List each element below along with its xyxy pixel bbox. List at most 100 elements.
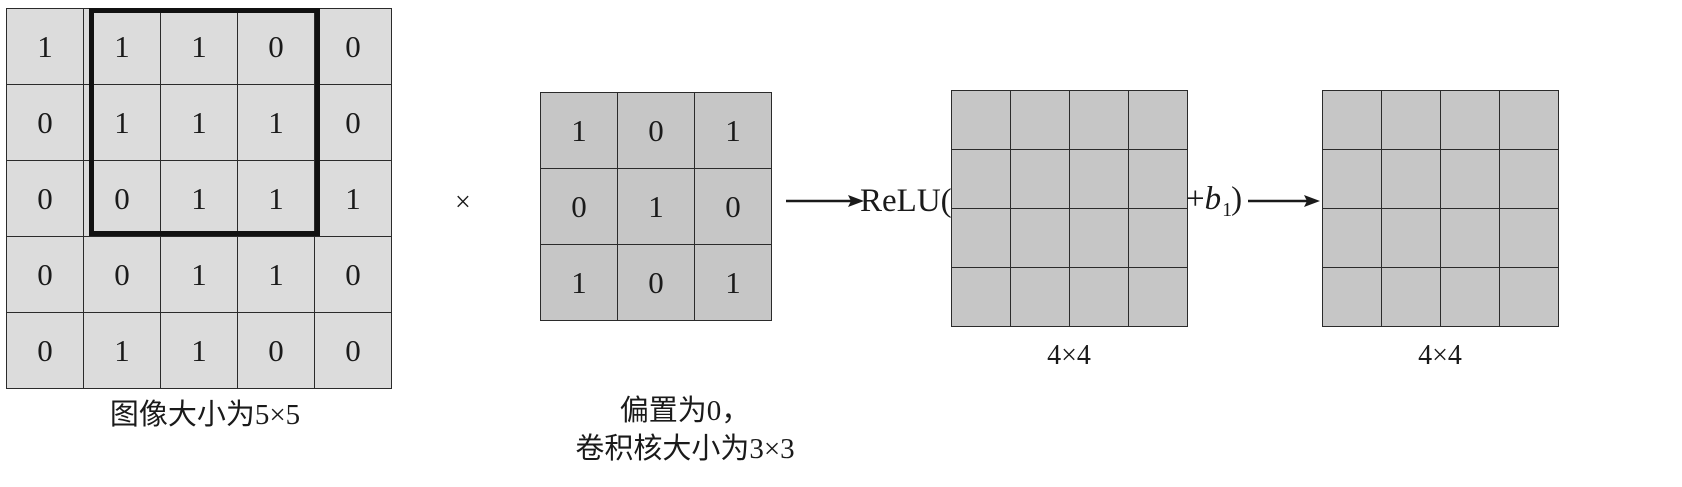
image-cell: 1 [160, 84, 238, 161]
output-cell [951, 90, 1011, 150]
output-cell [951, 149, 1011, 209]
kernel-matrix: 1 0 1 0 1 0 1 0 1 [540, 92, 772, 321]
kernel-cell: 1 [540, 92, 618, 169]
image-cell: 1 [314, 160, 392, 237]
table-row: 0 0 1 1 0 [6, 236, 392, 313]
output-cell [1322, 90, 1382, 150]
input-image-matrix: 1 1 1 0 0 0 1 1 1 0 0 0 1 1 [6, 8, 392, 389]
kernel-cell: 1 [617, 168, 695, 245]
input-image-table: 1 1 1 0 0 0 1 1 1 0 0 0 1 1 [6, 8, 392, 389]
kernel-body: 1 0 1 0 1 0 1 0 1 [540, 92, 772, 321]
output-cell [1322, 267, 1382, 327]
image-cell: 0 [6, 312, 84, 389]
table-row [951, 208, 1188, 268]
final-output-table [1322, 90, 1559, 327]
image-cell: 1 [83, 312, 161, 389]
image-cell: 1 [160, 236, 238, 313]
relu-label: ReLU( [860, 183, 952, 219]
image-cell: 0 [6, 236, 84, 313]
image-cell: 0 [314, 312, 392, 389]
output-cell [1381, 208, 1441, 268]
output-cell [1381, 149, 1441, 209]
kernel-table: 1 0 1 0 1 0 1 0 1 [540, 92, 772, 321]
image-cell: 0 [237, 312, 315, 389]
table-row: 1 0 1 [540, 92, 772, 169]
output-cell [951, 208, 1011, 268]
image-cell: 0 [83, 160, 161, 237]
image-cell: 1 [83, 8, 161, 85]
output-cell [1440, 267, 1500, 327]
table-row [951, 149, 1188, 209]
output-cell [1499, 90, 1559, 150]
table-row: 1 0 1 [540, 244, 772, 321]
output-cell [951, 267, 1011, 327]
output-cell [1069, 267, 1129, 327]
image-cell: 0 [314, 236, 392, 313]
table-row [951, 90, 1188, 150]
output-cell [1069, 90, 1129, 150]
final-output-body [1322, 90, 1559, 327]
table-row [1322, 208, 1559, 268]
table-row: 0 0 1 1 1 [6, 160, 392, 237]
output-cell [1010, 208, 1070, 268]
output-cell [1381, 267, 1441, 327]
conv-output-table [951, 90, 1188, 327]
output-cell [1128, 149, 1188, 209]
image-cell: 0 [6, 84, 84, 161]
output-cell [1010, 90, 1070, 150]
image-cell: 1 [160, 160, 238, 237]
output-cell [1322, 208, 1382, 268]
image-cell: 0 [314, 8, 392, 85]
output-cell [1440, 149, 1500, 209]
arrow-right-icon [1248, 190, 1320, 212]
output-cell [1499, 208, 1559, 268]
kernel-cell: 0 [694, 168, 772, 245]
arrow-right-icon [786, 190, 864, 212]
kernel-cell: 1 [694, 92, 772, 169]
kernel-cell: 0 [617, 244, 695, 321]
input-image-body: 1 1 1 0 0 0 1 1 1 0 0 0 1 1 [6, 8, 392, 389]
image-cell: 0 [6, 160, 84, 237]
multiply-operator-icon: × [455, 187, 471, 218]
kernel-cell: 0 [617, 92, 695, 169]
output-cell [1010, 267, 1070, 327]
conv-output-caption: 4×4 [1047, 340, 1091, 371]
conv-output-matrix [951, 90, 1188, 327]
table-row: 1 1 1 0 0 [6, 8, 392, 85]
output-cell [1069, 149, 1129, 209]
table-row: 0 1 0 [540, 168, 772, 245]
image-cell: 1 [237, 160, 315, 237]
output-cell [1440, 90, 1500, 150]
image-cell: 1 [237, 84, 315, 161]
table-row [1322, 149, 1559, 209]
output-cell [1069, 208, 1129, 268]
image-cell: 1 [237, 236, 315, 313]
table-row: 0 1 1 1 0 [6, 84, 392, 161]
output-cell [1381, 90, 1441, 150]
image-cell: 1 [160, 312, 238, 389]
table-row [1322, 90, 1559, 150]
output-cell [1499, 149, 1559, 209]
table-row [1322, 267, 1559, 327]
output-cell [1499, 267, 1559, 327]
table-row: 0 1 1 0 0 [6, 312, 392, 389]
input-image-caption: 图像大小为5×5 [109, 399, 301, 431]
output-cell [1322, 149, 1382, 209]
output-cell [1128, 267, 1188, 327]
image-cell: 0 [314, 84, 392, 161]
conv-output-body [951, 90, 1188, 327]
output-cell [1440, 208, 1500, 268]
output-cell [1128, 208, 1188, 268]
output-cell [1010, 149, 1070, 209]
output-cell [1128, 90, 1188, 150]
image-cell: 1 [6, 8, 84, 85]
kernel-caption: 偏置为0， 卷积核大小为3×3 [575, 395, 795, 465]
table-row [951, 267, 1188, 327]
image-cell: 0 [83, 236, 161, 313]
image-cell: 1 [83, 84, 161, 161]
kernel-cell: 0 [540, 168, 618, 245]
final-output-caption: 4×4 [1418, 340, 1462, 371]
image-cell: 0 [237, 8, 315, 85]
kernel-cell: 1 [694, 244, 772, 321]
